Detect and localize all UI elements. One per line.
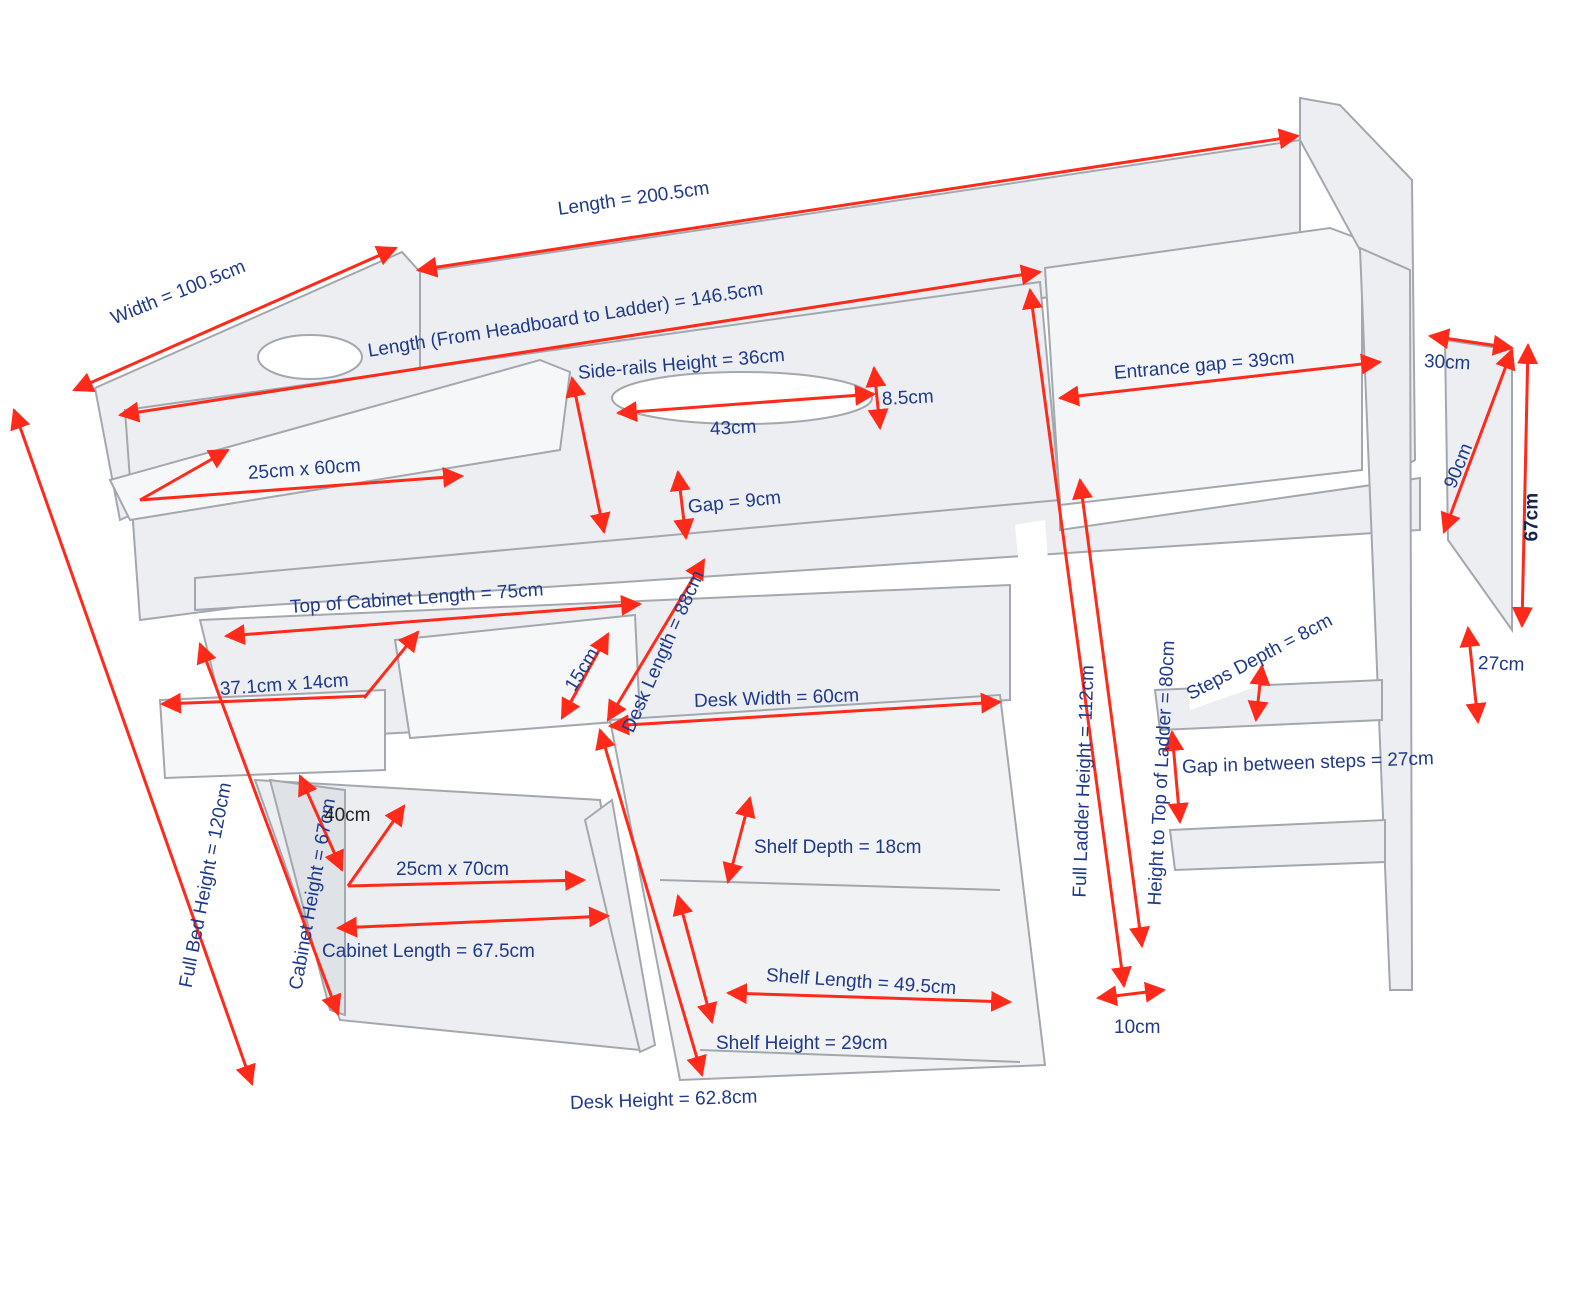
arrow-height-top-ladder: [1072, 477, 1150, 949]
arrow-cabinet-inner-diagonal: [346, 804, 406, 887]
label-shelf-height: Shelf Height = 29cm: [716, 1033, 888, 1054]
label-ladder-67: 67cm: [1521, 492, 1543, 542]
label-cabinet-inner: 25cm x 70cm: [396, 859, 509, 880]
arrow-ladder-90: [1440, 348, 1516, 534]
arrow-step-27: [1459, 625, 1487, 725]
arrow-cabinet-inner-length: [347, 869, 587, 891]
ladder-front-post: [1358, 246, 1414, 991]
label-shelf-depth: Shelf Depth = 18cm: [754, 837, 922, 858]
arrow-steps-depth: [1247, 663, 1271, 723]
label-step-27: 27cm: [1477, 653, 1525, 676]
dimension-arrows: [10, 128, 1539, 1086]
label-cabinet-length: Cabinet Length = 67.5cm: [322, 941, 535, 962]
arrow-shelf-length: [725, 983, 1013, 1012]
label-ladder-30: 30cm: [1423, 351, 1471, 375]
arrow-top-cabinet-length: [223, 594, 643, 646]
ladder-step-lower: [1168, 818, 1386, 872]
desk-unit: [608, 693, 1047, 1082]
arrow-ladder-10: [1095, 981, 1167, 1007]
arrow-desk-width: [607, 692, 1003, 736]
arrow-shelf-depth: [722, 795, 756, 885]
arrow-gap-steps: [1163, 729, 1189, 825]
arrow-cutout-height: [865, 365, 889, 431]
arrow-ladder-30: [1427, 328, 1515, 356]
label-cabinet-40: 40cm: [324, 805, 371, 826]
arrow-ladder-67: [1511, 342, 1539, 629]
headboard-handle-cutout: [257, 334, 363, 380]
arrow-length-headboard-ladder: [117, 264, 1043, 423]
label-cutout-height: 8.5cm: [881, 386, 935, 410]
arrow-gap: [669, 469, 695, 541]
desk-middle-shelf: [659, 879, 1001, 891]
label-ladder-10: 10cm: [1114, 1017, 1161, 1038]
label-cutout-width: 43cm: [709, 416, 757, 440]
arrow-drawer-depth: [560, 632, 610, 720]
arrow-cabinet-40: [298, 774, 344, 872]
arrow-desk-height: [595, 727, 707, 1078]
arrow-length-total: [415, 128, 1301, 278]
desk-bottom-shelf: [699, 1049, 1021, 1063]
arrow-cabinet-height: [196, 642, 342, 1016]
arrow-drawer-diagonal: [362, 630, 420, 699]
arrow-cutout-width: [615, 384, 877, 423]
arrow-side-rails-height: [565, 375, 611, 535]
steps-depth-label-patch: [1180, 555, 1375, 710]
arrow-cabinet-length: [335, 906, 611, 938]
